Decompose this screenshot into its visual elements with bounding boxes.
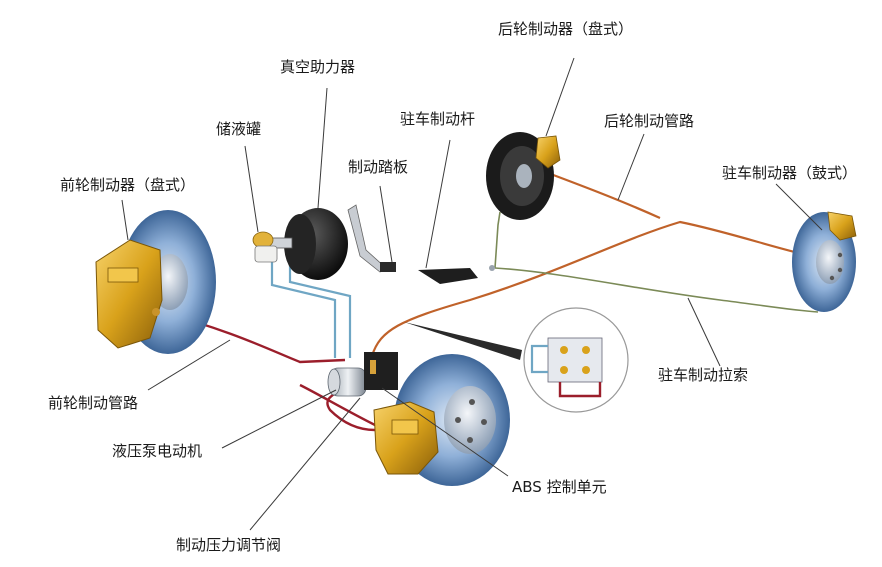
lug-nut-icon — [455, 417, 461, 423]
pump-motor-end — [327, 368, 341, 396]
valve-port-icon — [582, 346, 590, 354]
lever-handle — [418, 268, 478, 284]
rear-disc-hub — [516, 164, 532, 188]
label-abs-unit: ABS 控制单元 — [512, 478, 607, 496]
front-right-disc-brake — [373, 354, 510, 486]
rear-brake-line-main — [370, 220, 821, 357]
label-reservoir: 储液罐 — [216, 120, 262, 138]
bleed-screw-icon — [152, 308, 160, 316]
callout-line-blue — [530, 344, 548, 374]
leader-rear-line — [617, 133, 645, 201]
lug-nut-icon — [829, 275, 835, 281]
pedal-pad — [380, 262, 396, 272]
reservoir-line-1 — [270, 258, 337, 358]
brake-pedal — [347, 204, 396, 273]
valve-body — [547, 337, 603, 383]
valve-port-icon — [560, 346, 568, 354]
leader-front-line — [147, 339, 231, 391]
label-vacuum-booster: 真空助力器 — [280, 58, 356, 76]
leader-rear-disc — [545, 57, 575, 137]
lug-nut-icon — [837, 267, 843, 273]
label-rear-brake-line: 后轮制动管路 — [604, 112, 695, 130]
leader-pedal — [379, 185, 393, 263]
caliper-piston — [107, 267, 139, 283]
drum-caliper — [827, 211, 857, 241]
label-front-brake-line: 前轮制动管路 — [48, 394, 139, 412]
valve-port-icon — [582, 366, 590, 374]
front-right-caliper — [373, 401, 439, 475]
label-rear-brake-disc: 后轮制动器（盘式） — [498, 20, 634, 38]
lug-nut-icon — [469, 399, 475, 405]
front-left-disc-brake — [95, 210, 216, 354]
abs-detail-callout — [404, 307, 629, 413]
leader-pump-motor — [221, 389, 337, 449]
leader-parking-cable — [687, 297, 721, 367]
lug-nut-icon — [467, 437, 473, 443]
vacuum-booster — [261, 208, 348, 280]
label-parking-lever: 驻车制动杆 — [400, 110, 476, 128]
rear-caliper — [535, 135, 561, 169]
lug-nut-icon — [481, 419, 487, 425]
reservoir-tank — [254, 245, 278, 263]
booster-face — [284, 214, 316, 274]
rear-disc-brake — [486, 132, 561, 220]
leader-booster — [317, 87, 328, 209]
front-right-hub — [444, 386, 496, 454]
leader-pressure-valve — [249, 397, 361, 531]
label-parking-cable: 驻车制动拉索 — [658, 366, 749, 384]
front-left-caliper — [95, 239, 163, 349]
label-pressure-valve: 制动压力调节阀 — [176, 536, 282, 554]
pump-return-line — [299, 383, 376, 427]
caliper-piston — [391, 419, 419, 435]
brake-lines — [159, 168, 821, 432]
leader-front-disc — [121, 199, 129, 241]
parking-cable-line — [494, 267, 819, 313]
pedal-arm — [347, 204, 387, 273]
rear-brake-line-branch — [539, 168, 661, 220]
abs-valve-block — [364, 352, 398, 390]
hydraulic-pump-motor — [327, 352, 398, 397]
leader-lines — [121, 57, 823, 531]
parking-brake-lever — [418, 265, 495, 284]
valve-port-icon — [560, 366, 568, 374]
reservoir-line-2 — [288, 262, 352, 358]
brake-fluid-reservoir — [252, 231, 278, 263]
leader-parking-lever — [425, 139, 451, 269]
valve-port-icon — [370, 360, 376, 374]
label-parking-brake-drum: 驻车制动器（鼓式） — [722, 164, 858, 182]
parking-drum-brake — [792, 211, 857, 312]
leader-abs-unit — [381, 387, 509, 477]
lug-nut-icon — [837, 252, 843, 258]
label-front-brake-disc: 前轮制动器（盘式） — [60, 176, 196, 194]
cable-equalizer-icon — [489, 265, 495, 271]
drum-hub — [816, 240, 844, 284]
callout-line-red — [558, 382, 602, 398]
parking-cable-rear — [494, 211, 501, 269]
callout-pointer — [404, 322, 522, 360]
label-pump-motor: 液压泵电动机 — [112, 442, 203, 460]
leader-reservoir — [244, 145, 259, 233]
label-brake-pedal: 制动踏板 — [348, 158, 409, 176]
leader-drum — [775, 183, 823, 231]
